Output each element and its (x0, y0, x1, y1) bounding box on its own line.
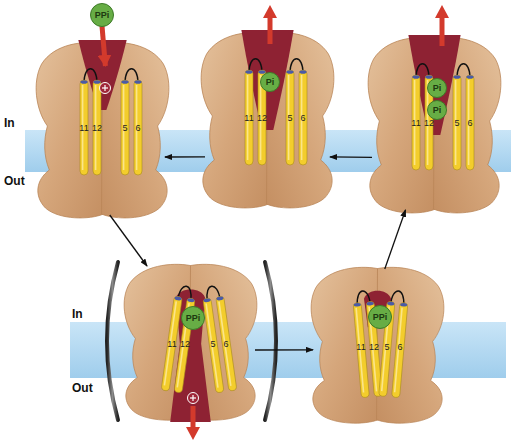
connector-arrow (255, 349, 313, 351)
protein-cavity (78, 40, 126, 110)
connector-arrow (102, 26, 105, 66)
protein-cavity (408, 35, 460, 135)
protein-state: 11 12 56 PPi (118, 262, 263, 422)
helix-number: 12 (180, 340, 190, 349)
connector-arrow (165, 156, 205, 157)
membrane-side-label: In (4, 117, 15, 129)
helix-number: 5 (122, 124, 127, 133)
substrate-circle: Pi (427, 100, 447, 120)
bracket (107, 262, 118, 420)
bracket (265, 262, 276, 420)
protein-cavity (170, 290, 211, 422)
protein-lobe (311, 267, 378, 423)
helix-number: 5 (210, 340, 215, 349)
substrate-name: PPi (95, 11, 110, 20)
helix-number: 11 (411, 119, 420, 128)
substrate-circle: PPi (368, 305, 392, 329)
helix-number: 6 (223, 340, 228, 349)
helix-number: 11 (244, 114, 253, 123)
helix-number: 6 (467, 119, 472, 128)
substrate-name: Pi (433, 84, 442, 93)
substrate-name: Pi (266, 78, 275, 87)
helix-number: 11 (356, 343, 365, 352)
helix-number: 12 (424, 119, 434, 128)
protein-outline (195, 30, 340, 210)
connector-arrow (330, 156, 372, 158)
helix-number: 6 (135, 124, 140, 133)
membrane-side-label: Out (72, 382, 93, 394)
helix-number: 6 (397, 343, 402, 352)
protein-state: 11 12 56 PPi (305, 265, 450, 425)
protein-state: 11 12 56 Pi (195, 30, 340, 210)
substrate-circle: Pi (427, 78, 447, 98)
helix-number: 12 (92, 124, 102, 133)
protein-cavity (241, 30, 293, 130)
membrane-side-label: In (72, 308, 83, 320)
substrate-name: Pi (433, 106, 442, 115)
substrate-name: PPi (373, 313, 388, 322)
protein-lobe (377, 267, 444, 423)
helix-number: 12 (257, 114, 267, 123)
helix-number: 11 (167, 340, 176, 349)
protein-state: 11 12 56 (30, 40, 175, 220)
helix-number: 12 (369, 343, 379, 352)
helix-number: 5 (454, 119, 459, 128)
helix-number: 11 (79, 124, 88, 133)
substrate-circle: Pi (260, 72, 280, 92)
helix-number: 5 (287, 114, 292, 123)
protein-outline (118, 262, 263, 422)
substrate-circle: PPi (90, 3, 114, 27)
connector-arrow (385, 210, 406, 269)
helix-number: 6 (300, 114, 305, 123)
substrate-name: PPi (186, 314, 201, 323)
substrate-circle: PPi (181, 306, 205, 330)
protein-outline (30, 40, 175, 220)
protein-state: 111256PiPi (362, 35, 507, 215)
helix-number: 5 (384, 343, 389, 352)
connector-arrow (110, 215, 147, 266)
membrane-side-label: Out (4, 175, 25, 187)
protein-outline (362, 35, 507, 215)
